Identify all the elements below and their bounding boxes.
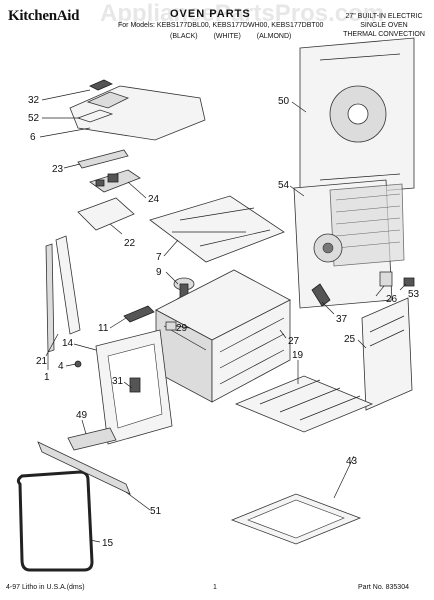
part-side-trim-left [45,243,55,353]
part-oven-cavity [155,269,291,403]
part-sensor-probe [123,305,155,323]
callout-4: 4 [58,361,64,372]
callout-11: 11 [98,323,109,334]
callout-37: 37 [336,314,348,325]
part-bracket [77,149,129,169]
callout-25: 25 [344,334,356,345]
callout-23: 23 [52,164,64,175]
part-top-panel [69,85,206,141]
part-thermal-fuse-block [89,169,141,193]
callout-1: 1 [44,372,50,383]
diagram-title: OVEN PARTS [170,8,251,20]
callout-21: 21 [36,356,48,367]
part-door-trim [37,441,131,495]
model-colors: (BLACK) (WHITE) (ALMOND) [170,33,305,40]
callout-26: 26 [386,294,398,305]
part-switch [89,79,113,91]
callout-32: 32 [28,95,40,106]
part-drip-pan [230,493,362,545]
callout-29: 29 [176,323,188,334]
part-control-panel-back [361,297,413,411]
callout-50: 50 [278,96,290,107]
part-rear-panel [299,37,415,199]
part-insulation-pad [76,109,114,123]
callout-6: 6 [30,132,36,143]
callout-52: 52 [28,113,40,124]
color-label: (ALMOND) [256,33,292,40]
model-numbers: For Models: KEBS177DBL00, KEBS177DWH00, … [118,22,324,29]
callout-51: 51 [150,506,162,517]
callout-14: 14 [62,338,74,349]
footer-part-number: Part No. 835304 [358,584,409,591]
callout-22: 22 [124,238,136,249]
callout-31: 31 [112,376,124,387]
part-side-trim-right [55,235,81,335]
part-door-gasket [16,470,94,572]
color-label: (WHITE) [213,33,241,40]
brand-logo: KitchenAid [8,8,80,24]
part-door-hinge [129,377,141,393]
product-description: 27" BUILT-IN ELECTRIC SINGLE OVEN THERMA… [338,12,430,39]
callout-54: 54 [278,180,290,191]
part-clip [403,277,415,287]
part-knob [379,271,393,287]
part-vent-trim [67,427,117,451]
part-fan-bracket [311,283,331,307]
callout-9: 9 [156,267,162,278]
callout-19: 19 [292,350,304,361]
description-line: SINGLE OVEN [360,22,408,29]
footer-litho: 4-97 Litho in U.S.A.(dms) [6,584,85,591]
color-label: (BLACK) [170,33,198,40]
callout-43: 43 [346,456,358,467]
part-door-switch [165,321,177,331]
callout-labels: 32 52 6 23 24 22 50 54 7 9 26 53 37 11 2… [28,95,420,549]
leader-lines [39,89,407,543]
footer-page-number: 1 [213,584,217,591]
part-oven-bottom-panel [149,195,285,263]
callout-27: 27 [288,336,300,347]
callout-53: 53 [408,289,420,300]
part-control-bracket [86,91,130,109]
part-convection-fan-panel [293,179,405,309]
part-oven-rack [234,375,374,433]
part-insulation-top [77,197,135,231]
callout-24: 24 [148,194,160,205]
description-line: 27" BUILT-IN ELECTRIC [345,13,423,20]
callout-15: 15 [102,538,114,549]
callout-49: 49 [76,410,88,421]
callout-7: 7 [156,252,162,263]
description-line: THERMAL CONVECTION [343,31,425,38]
